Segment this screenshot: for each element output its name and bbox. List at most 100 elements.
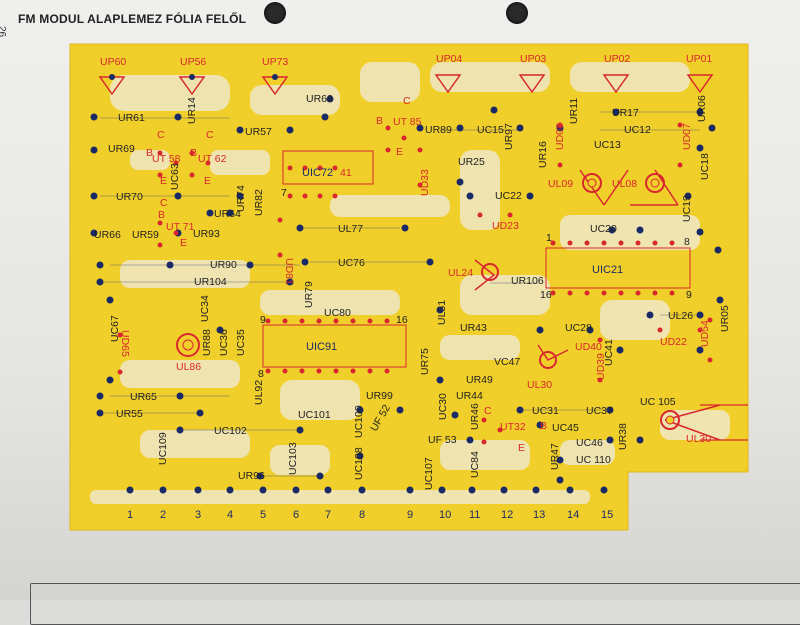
label-ur61: UR61	[118, 112, 145, 124]
label-ut71: UT 71	[166, 221, 195, 233]
label-ur69: UR69	[108, 143, 135, 155]
label-uc46: UC46	[576, 437, 603, 449]
connector-number: 5	[260, 509, 266, 521]
label-ur70: UR70	[116, 191, 143, 203]
label-ul77: UL77	[338, 223, 363, 235]
label-ul09: UL09	[548, 178, 573, 190]
label-uc28: UC28	[565, 322, 592, 334]
label-ur79: UR79	[303, 281, 315, 308]
label-pin-7: 7	[281, 187, 287, 199]
label-uc15: UC15	[477, 124, 504, 136]
label-uc41: UC41	[603, 339, 615, 366]
label-uic91: UIC91	[306, 341, 337, 353]
label-pin-c: C	[484, 405, 492, 417]
label-ur16: UR16	[537, 141, 549, 168]
label-ud23: UD23	[492, 220, 519, 232]
label-ul86: UL86	[176, 361, 201, 373]
label-up56: UP56	[180, 56, 206, 68]
label-up04: UP04	[436, 53, 462, 65]
label-ur65: UR65	[130, 391, 157, 403]
label-uc100: UC100	[353, 405, 365, 438]
label-uc108: UC108	[353, 447, 365, 480]
label-ur90: UR90	[210, 259, 237, 271]
label-up03: UP03	[520, 53, 546, 65]
label-pin-16: 16	[396, 314, 408, 326]
label-ul30: UL30	[527, 379, 552, 391]
label-ur55: UR55	[116, 408, 143, 420]
label-up02: UP02	[604, 53, 630, 65]
label-pin-b: B	[540, 420, 547, 432]
label-ud40: UD40	[575, 341, 602, 353]
connector-number: 11	[469, 509, 480, 521]
label-ut58: UT 58	[152, 153, 181, 165]
label-ur89: UR89	[425, 124, 452, 136]
label-ur82: UR82	[253, 189, 265, 216]
label-up01: UP01	[686, 53, 712, 65]
label-ur75: UR75	[419, 348, 431, 375]
label-ur49: UR49	[466, 374, 493, 386]
label-uc22: UC22	[495, 190, 522, 202]
uic72-outline	[282, 150, 374, 185]
label-ur46: UR46	[469, 403, 481, 430]
trace-lines	[100, 111, 700, 477]
label-ud54: UD54	[699, 320, 711, 347]
label-pin-16: 16	[540, 289, 552, 301]
connector-number: 6	[293, 509, 299, 521]
binder-hole	[506, 2, 528, 24]
label-ur25: UR25	[458, 156, 485, 168]
label-ul30: UL30	[686, 433, 711, 445]
label-uc84: UC84	[469, 451, 481, 478]
label-ur66: UR66	[94, 229, 121, 241]
label-ul92: UL92	[253, 380, 265, 405]
connector-number: 4	[227, 509, 233, 521]
ic-pins	[117, 122, 713, 445]
label-pin-b: B	[146, 147, 153, 159]
label-pin-c: C	[403, 95, 411, 107]
label-pin-e: E	[160, 175, 167, 187]
label-up73: UP73	[262, 56, 288, 68]
label-uc19: UC19	[681, 195, 693, 222]
label-uc35: UC35	[235, 329, 247, 356]
label-ur106: UR106	[511, 275, 544, 287]
label-uic21: UIC21	[592, 264, 623, 276]
label-uc110: UC 110	[576, 454, 611, 466]
label-uc18: UC18	[699, 153, 711, 180]
connector-number: 10	[439, 509, 451, 521]
label-pin-e: E	[204, 175, 211, 187]
next-figure-frame	[30, 583, 800, 625]
label-uc36: UC36	[218, 329, 230, 356]
label-ur68: UR68	[306, 93, 333, 105]
label-ut32: UT32	[500, 421, 526, 433]
label-pin-e: E	[180, 237, 187, 249]
label-pin-c: C	[157, 129, 165, 141]
label-ut85: UT 85	[393, 116, 422, 128]
label-ul26: UL26	[668, 310, 693, 322]
label-ur44: UR44	[456, 390, 483, 402]
label-ur05: UR05	[719, 305, 731, 332]
label-uc13: UC13	[594, 139, 621, 151]
label-ur47: UR47	[549, 443, 561, 470]
uic91-outline	[262, 324, 407, 368]
connector-number: 12	[501, 509, 513, 521]
label-ud07: UD07	[681, 123, 693, 150]
label-ud65: UD65	[119, 330, 131, 357]
label-uc45: UC45	[552, 422, 579, 434]
label-uc30: UC30	[437, 393, 449, 420]
label-uc37: UC37	[586, 405, 613, 417]
connector-number: 8	[359, 509, 365, 521]
label-uc20: UC20	[590, 223, 617, 235]
label-ur64: UR64	[214, 208, 241, 220]
connector-number: 9	[407, 509, 413, 521]
label-vc47: VC47	[494, 356, 520, 368]
label-uc34: UC34	[199, 295, 211, 322]
pcb-layout-drawing: UP60 UP56 UP73 UP04 UP03 UP02 UP01 UR61 …	[69, 43, 749, 531]
connector-number: 7	[325, 509, 331, 521]
connector-number: 14	[567, 509, 579, 521]
document-title: FM MODUL ALAPLEMEZ FÓLIA FELŐL	[18, 12, 247, 26]
label-pin-c: C	[206, 129, 214, 141]
label-ur43: UR43	[460, 322, 487, 334]
label-ur93: UR93	[193, 228, 220, 240]
uic21-outline	[545, 247, 691, 289]
